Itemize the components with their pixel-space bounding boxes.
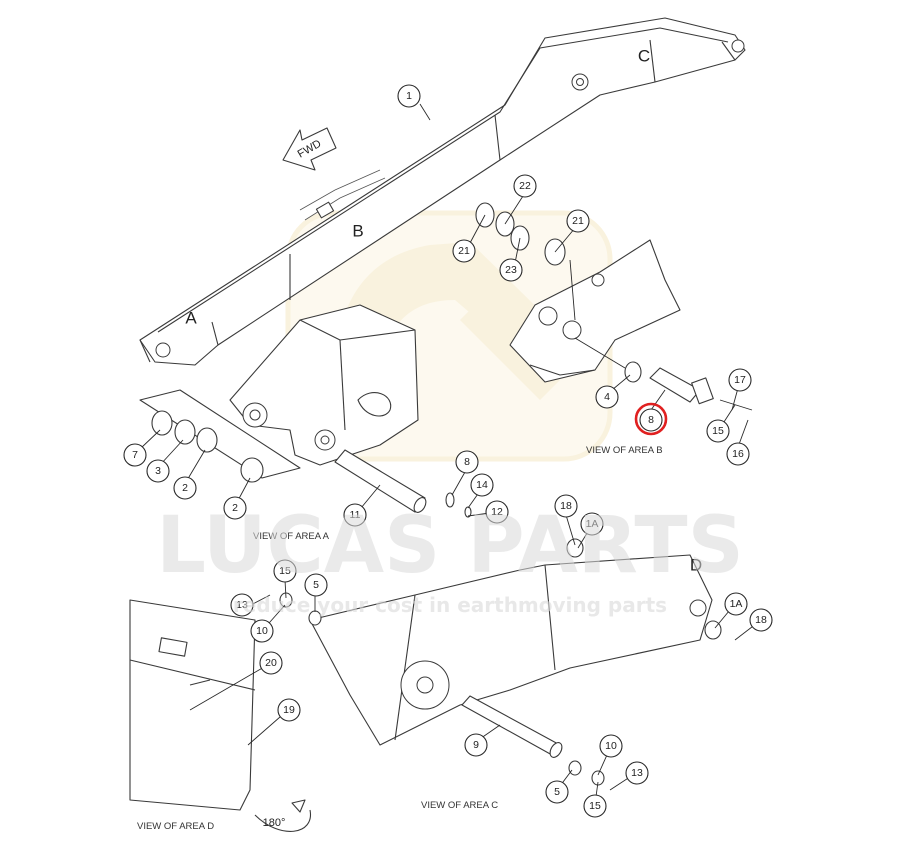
svg-text:1A: 1A: [730, 598, 743, 610]
area-letter-c: C: [638, 47, 650, 66]
svg-text:19: 19: [283, 704, 295, 716]
svg-text:2: 2: [182, 482, 188, 494]
callout-2[interactable]: 2: [173, 476, 197, 500]
svg-text:17: 17: [734, 374, 746, 386]
view-label-d: VIEW OF AREA D: [137, 821, 214, 832]
fwd-direction-arrow: FWD: [282, 127, 337, 171]
rotation-label: 180°: [263, 817, 286, 829]
svg-text:4: 4: [604, 391, 610, 403]
area-letter-b: B: [352, 222, 363, 241]
callout-1A-b[interactable]: 1A: [724, 592, 748, 616]
boom-main: [139, 17, 746, 366]
svg-text:15: 15: [589, 800, 601, 812]
callout-15-c[interactable]: 15: [273, 559, 297, 583]
svg-text:12: 12: [491, 506, 503, 518]
callout-18-b[interactable]: 18: [749, 608, 773, 632]
callout-11[interactable]: 11: [343, 503, 367, 527]
callout-5[interactable]: 5: [304, 573, 328, 597]
watermark-tagline: reduce your cost in earthmoving parts: [233, 593, 667, 617]
leader-lines: [140, 103, 762, 805]
svg-text:15: 15: [279, 565, 291, 577]
callout-5-c[interactable]: 5: [545, 780, 569, 804]
svg-text:16: 16: [732, 448, 744, 460]
watermark-brand: LUCAS PARTS: [156, 501, 744, 591]
svg-text:2: 2: [232, 502, 238, 514]
callout-9[interactable]: 9: [464, 733, 488, 757]
svg-text:23: 23: [505, 264, 517, 276]
svg-text:7: 7: [132, 449, 138, 461]
callout-16[interactable]: 16: [726, 442, 750, 466]
callout-13[interactable]: 13: [230, 593, 254, 617]
callout-20[interactable]: 20: [259, 651, 283, 675]
pin-11: [334, 449, 472, 518]
callout-19[interactable]: 19: [277, 698, 301, 722]
callout-12[interactable]: 12: [485, 500, 509, 524]
callout-7[interactable]: 7: [123, 443, 147, 467]
callout-23[interactable]: 23: [499, 258, 523, 282]
callout-10-c[interactable]: 10: [599, 734, 623, 758]
callout-15[interactable]: 15: [706, 419, 730, 443]
svg-text:18: 18: [755, 614, 767, 626]
svg-text:14: 14: [476, 479, 488, 491]
callout-3[interactable]: 3: [146, 459, 170, 483]
callout-15-d[interactable]: 15: [583, 794, 607, 818]
svg-text:20: 20: [265, 657, 277, 669]
callout-1A[interactable]: 1A: [580, 512, 604, 536]
svg-text:21: 21: [458, 245, 470, 257]
svg-text:13: 13: [236, 599, 248, 611]
svg-text:3: 3: [155, 465, 161, 477]
callout-14[interactable]: 14: [470, 473, 494, 497]
area-letter-d: D: [690, 556, 702, 575]
callout-1[interactable]: 1: [397, 84, 421, 108]
watermark-text: LUCAS PARTS reduce your cost in earthmov…: [156, 501, 744, 617]
svg-text:22: 22: [519, 180, 531, 192]
svg-text:5: 5: [313, 579, 319, 591]
view-label-b: VIEW OF AREA B: [586, 445, 663, 456]
callout-8-highlighted[interactable]: 8: [634, 402, 668, 436]
svg-text:11: 11: [350, 509, 361, 521]
view-label-a: VIEW OF AREA A: [253, 531, 330, 542]
callouts: 1 21 22 21 23 4 8 17 15 16 7 3 2 2 11 8 …: [123, 84, 773, 818]
rotation-arrow: 180°: [254, 799, 311, 832]
callout-21-b[interactable]: 21: [452, 239, 476, 263]
svg-text:9: 9: [473, 739, 479, 751]
view-a-mount: [229, 304, 419, 466]
svg-text:1A: 1A: [586, 518, 599, 530]
svg-text:18: 18: [560, 500, 572, 512]
svg-text:10: 10: [605, 740, 617, 752]
area-letter-a: A: [185, 309, 197, 328]
view-labels: VIEW OF AREA A VIEW OF AREA B VIEW OF AR…: [137, 445, 663, 832]
callout-8-b[interactable]: 8: [455, 450, 479, 474]
svg-text:13: 13: [631, 767, 643, 779]
callout-17[interactable]: 17: [728, 368, 752, 392]
callout-2-b[interactable]: 2: [223, 496, 247, 520]
callout-13-c[interactable]: 13: [625, 761, 649, 785]
svg-text:15: 15: [712, 425, 724, 437]
callout-4[interactable]: 4: [595, 385, 619, 409]
callout-18[interactable]: 18: [554, 494, 578, 518]
svg-text:5: 5: [554, 786, 560, 798]
svg-text:1: 1: [406, 90, 412, 102]
svg-text:8: 8: [648, 414, 654, 426]
view-label-c: VIEW OF AREA C: [421, 800, 498, 811]
view-d-plate: [129, 599, 256, 811]
svg-text:21: 21: [572, 215, 584, 227]
callout-22[interactable]: 22: [513, 174, 537, 198]
area-letters: A B C D: [185, 47, 702, 575]
view-c-arm: [279, 538, 722, 786]
view-a-plate: [139, 389, 301, 483]
callout-21[interactable]: 21: [566, 209, 590, 233]
callout-10[interactable]: 10: [250, 619, 274, 643]
svg-text:10: 10: [256, 625, 268, 637]
svg-text:8: 8: [464, 456, 470, 468]
